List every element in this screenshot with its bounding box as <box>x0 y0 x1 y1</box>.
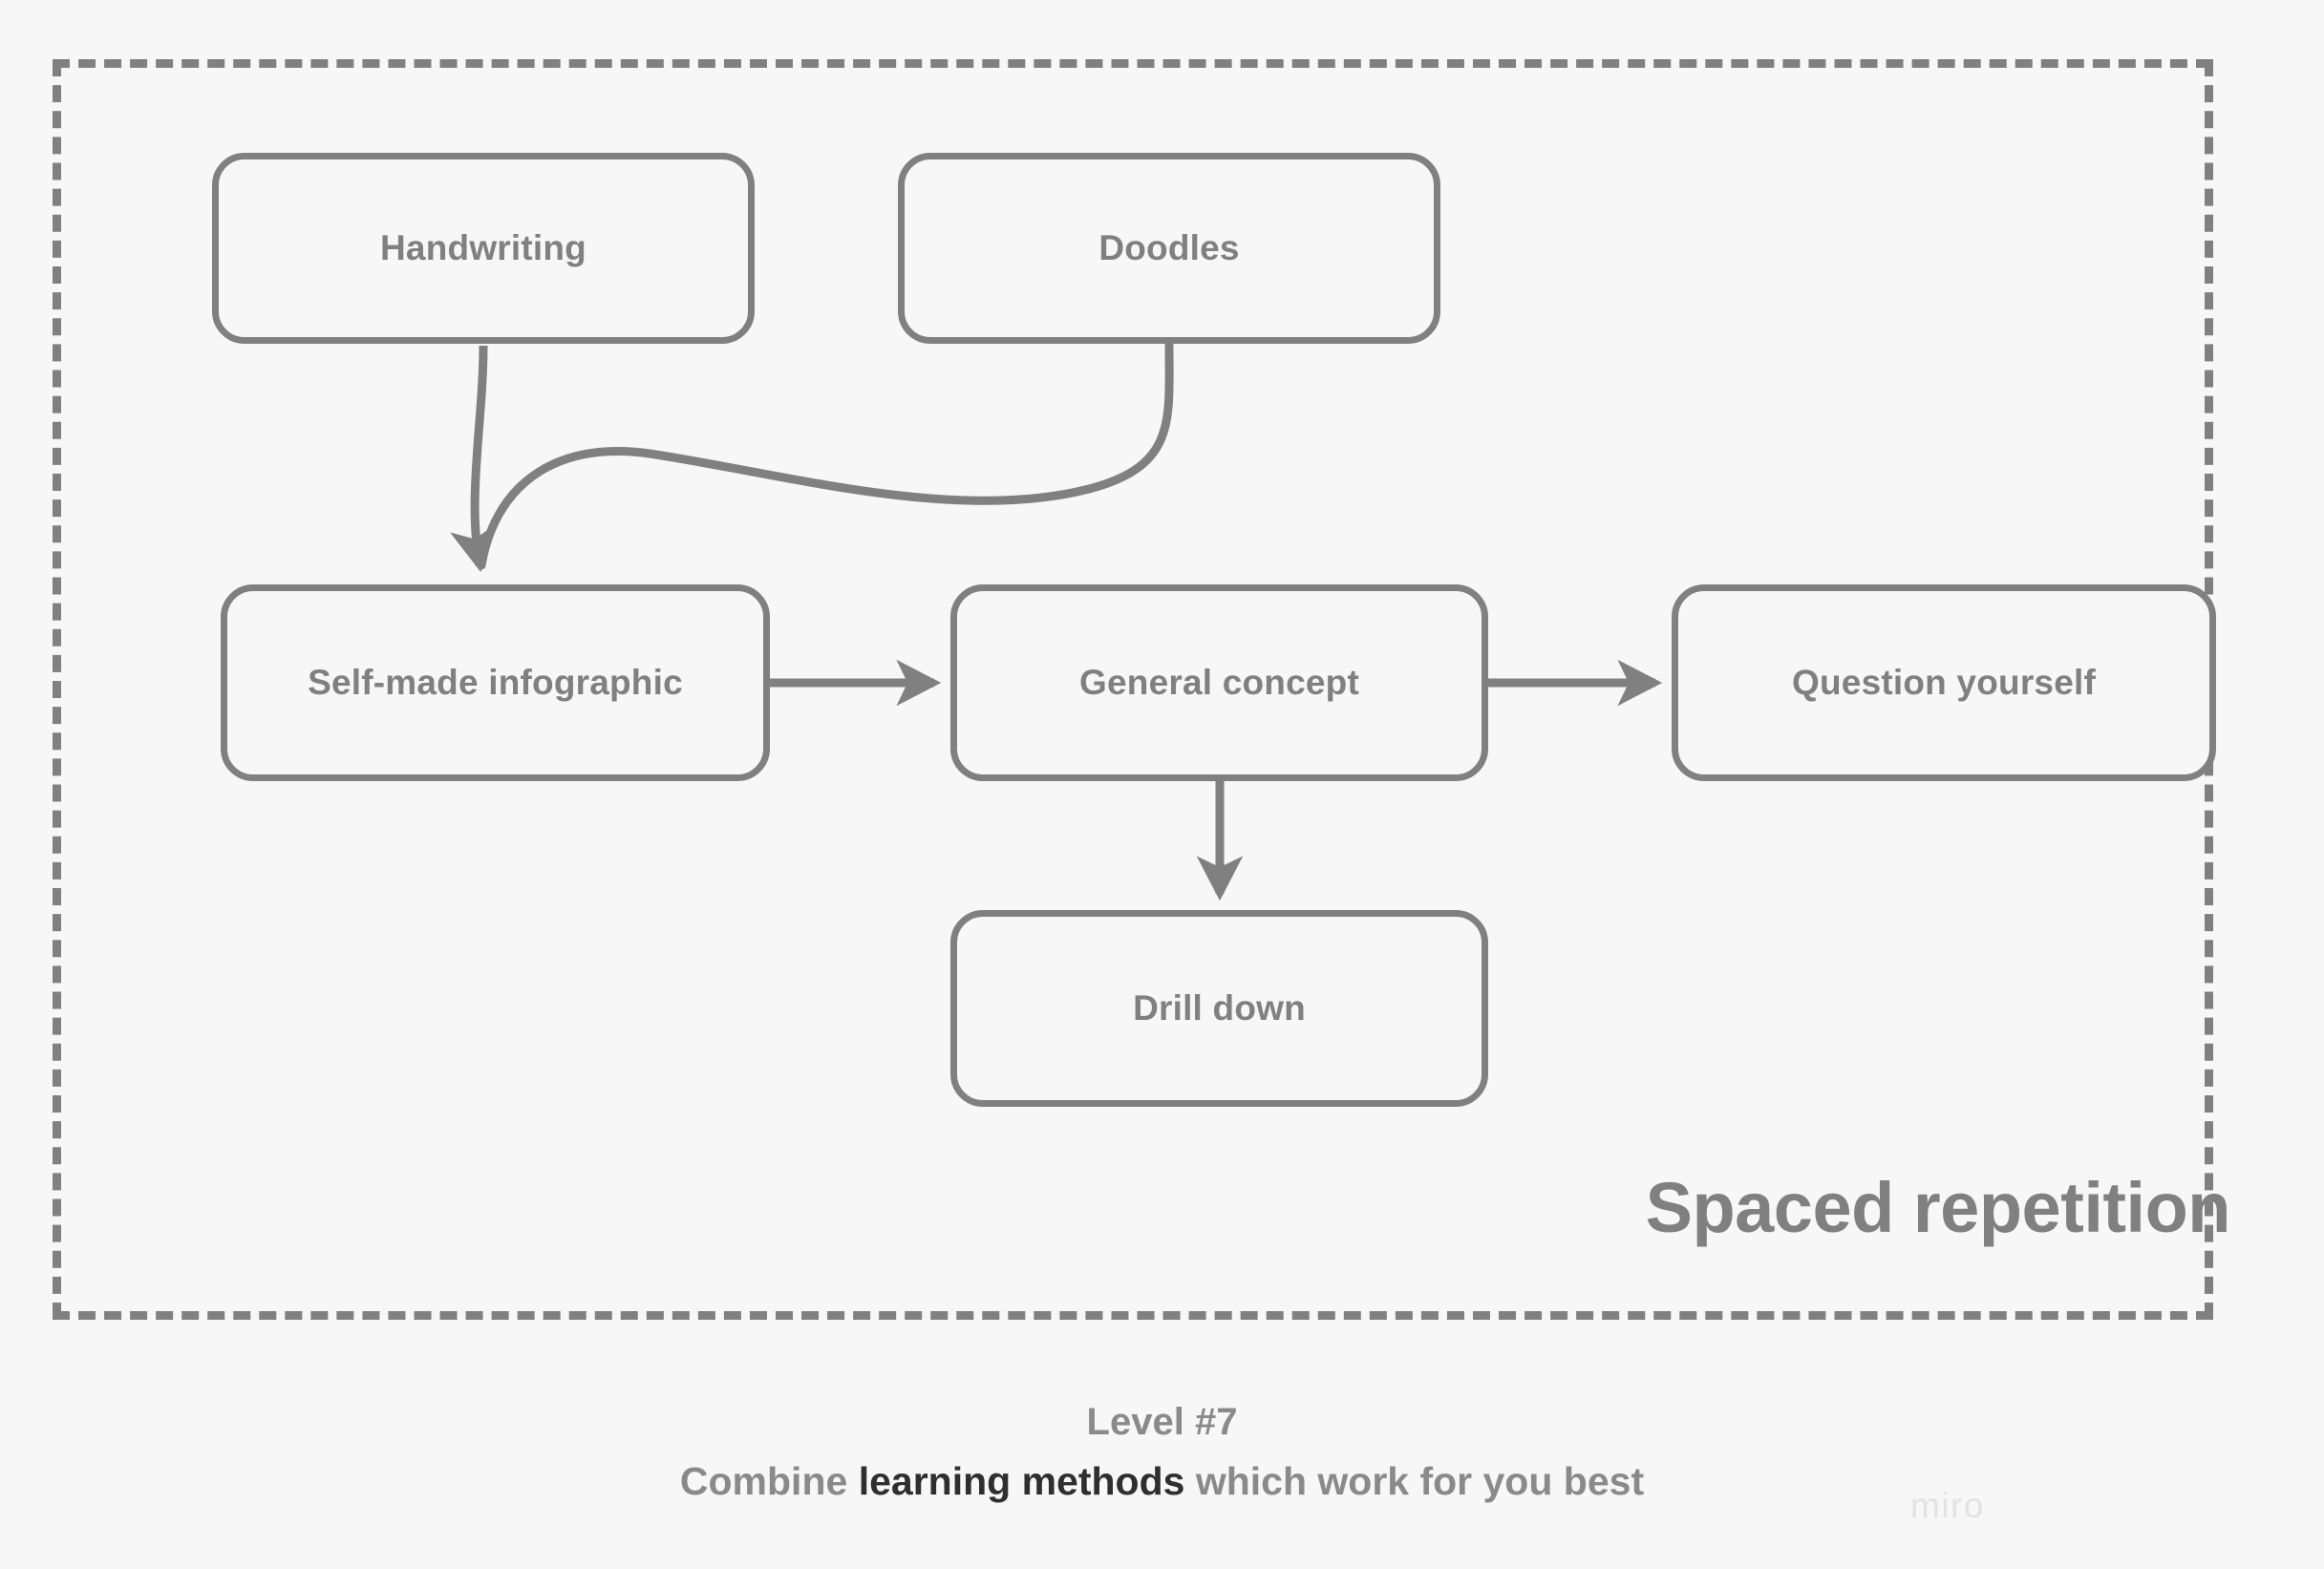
footer-caption: Combine learning methods which work for … <box>0 1455 2324 1508</box>
node-drill-down[interactable]: Drill down <box>950 910 1488 1107</box>
footer: Level #7 Combine learning methods which … <box>0 1396 2324 1508</box>
node-question-yourself-label: Question yourself <box>1792 662 2096 702</box>
node-doodles-label: Doodles <box>1098 227 1240 267</box>
node-self-made-infographic-label: Self-made infographic <box>308 662 683 702</box>
node-drill-down-label: Drill down <box>1133 987 1306 1028</box>
footer-caption-before: Combine <box>679 1459 859 1503</box>
node-handwriting[interactable]: Handwriting <box>212 153 755 344</box>
node-general-concept-label: General concept <box>1079 662 1359 702</box>
node-self-made-infographic[interactable]: Self-made infographic <box>221 584 770 781</box>
footer-caption-after: which work for you best <box>1184 1459 1645 1503</box>
footer-level-label: Level #7 <box>1086 1401 1238 1443</box>
node-handwriting-label: Handwriting <box>380 227 586 267</box>
node-question-yourself[interactable]: Question yourself <box>1672 584 2216 781</box>
frame-title: Spaced repetition <box>1645 1168 2231 1247</box>
miro-watermark: miro <box>1910 1486 1985 1525</box>
node-general-concept[interactable]: General concept <box>950 584 1488 781</box>
footer-caption-strong: learning methods <box>858 1459 1185 1503</box>
node-doodles[interactable]: Doodles <box>898 153 1440 344</box>
